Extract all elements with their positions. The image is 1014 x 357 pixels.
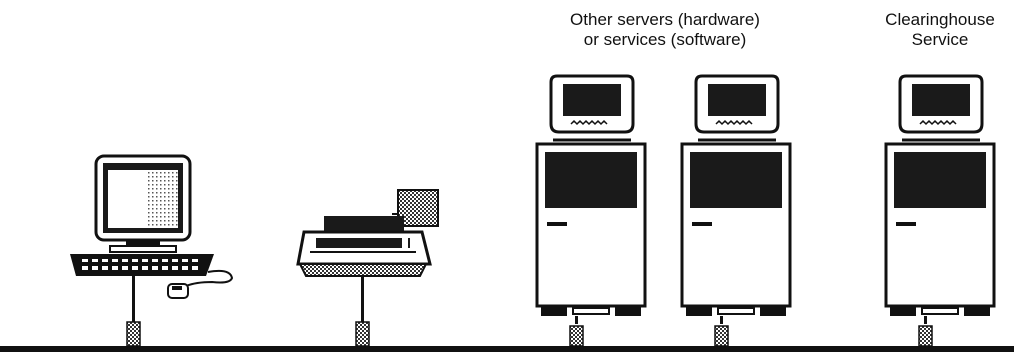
network-cable	[0, 346, 1014, 352]
other-servers-label: Other servers (hardware) or services (so…	[525, 10, 805, 50]
clearinghouse-label: Clearinghouse Service	[860, 10, 1014, 50]
other-servers-label-line2: or services (software)	[525, 30, 805, 50]
clearinghouse-label-line1: Clearinghouse	[860, 10, 1014, 30]
printer-icon	[298, 190, 438, 346]
clearinghouse-label-line2: Service	[860, 30, 1014, 50]
server-icon	[537, 76, 645, 346]
clearinghouse-server-icon	[886, 76, 994, 346]
server-icon	[682, 76, 790, 346]
other-servers-label-line1: Other servers (hardware)	[525, 10, 805, 30]
workstation-icon	[70, 156, 232, 346]
